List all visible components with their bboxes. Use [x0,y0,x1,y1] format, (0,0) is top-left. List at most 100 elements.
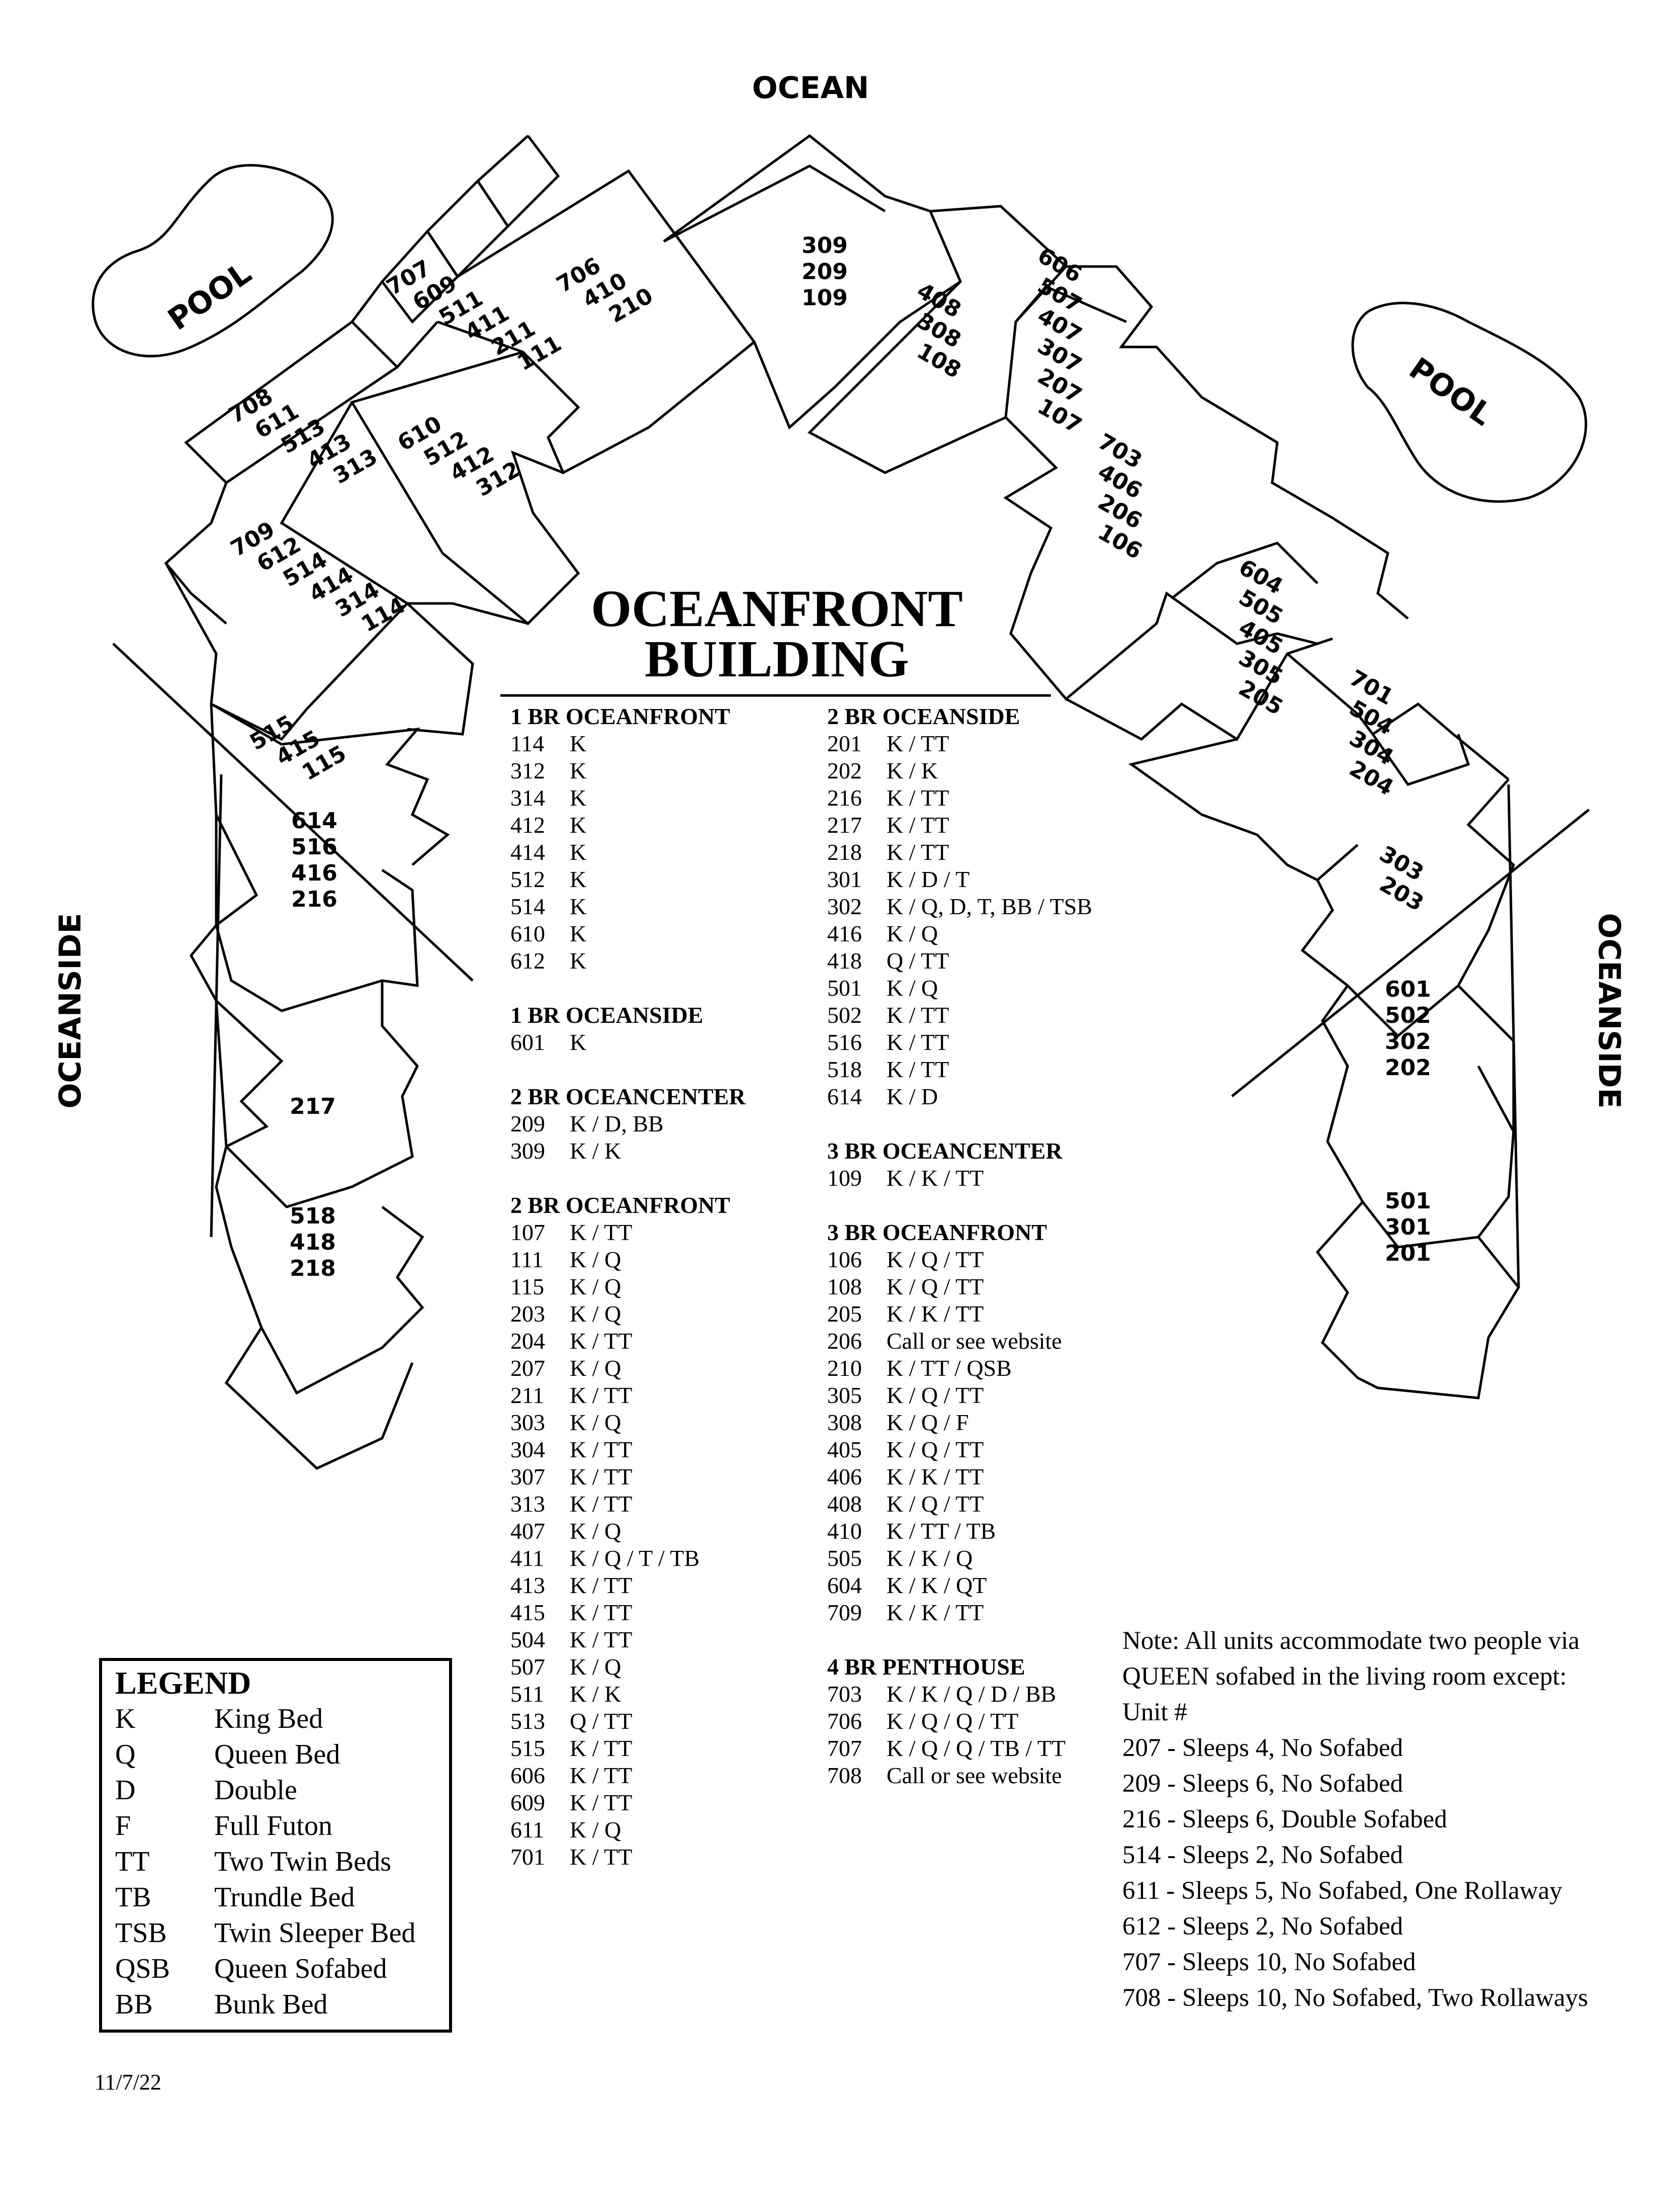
unit-number: 211 [510,1382,545,1408]
unit-number: 609 [510,1790,545,1815]
unit-stack: 217 [290,1094,336,1119]
bed-config: K / Q / F [887,1410,969,1435]
unit-category-header: 1 BR OCEANFRONT [510,704,731,729]
unit-number: 114 [510,731,545,756]
legend-code: D [115,1775,136,1806]
bed-config: K / TT [570,1627,633,1652]
bed-config: K / TT [570,1437,633,1462]
legend-code: TSB [115,1917,167,1949]
bed-config: K / TT [570,1491,633,1517]
revision-date: 11/7/22 [95,2070,161,2094]
unit-number: 309 [802,233,848,258]
legend-title: LEGEND [115,1665,251,1701]
unit-number: 209 [510,1111,545,1136]
bed-config: K [570,948,587,974]
unit-number: 511 [510,1681,545,1707]
ocean-label: OCEAN [752,70,869,106]
unit-number: 314 [510,785,545,811]
oceanside-left-label: OCEANSIDE [53,913,88,1108]
unit-number: 408 [827,1491,862,1517]
legend-code: Q [115,1739,136,1770]
unit-number: 516 [291,834,337,860]
unit-category-header: 3 BR OCEANFRONT [827,1219,1047,1245]
unit-row: 216 K / TT [827,784,1179,812]
unit-number: 412 [510,812,545,838]
bed-config: K / Q / TT [887,1382,984,1408]
legend-description: Queen Bed [214,1739,340,1770]
unit-number: 203 [510,1301,545,1327]
note-line: 708 - Sleeps 10, No Sofabed, Two Rollawa… [1122,1984,1588,2012]
unit-number: 614 [827,1084,862,1109]
bed-config: K [570,731,587,756]
unit-number: 216 [827,785,862,811]
legend-code: TB [115,1882,151,1913]
note-line: Note: All units accommodate two people v… [1122,1627,1580,1655]
bed-config: K / TT [887,785,949,811]
bed-config: K / Q / TT [887,1274,984,1299]
legend-code: F [115,1810,131,1842]
bed-config: K / Q / T / TB [570,1545,700,1571]
unit-number: 301 [1385,1214,1431,1240]
bed-config: K / TT [570,1464,633,1489]
legend-description: Full Futon [214,1810,332,1842]
unit-number: 518 [827,1057,862,1082]
oceanside-right-label: OCEANSIDE [1591,913,1627,1108]
unit-number: 304 [510,1437,545,1462]
building-outline [164,134,1521,1470]
unit-number: 416 [827,921,862,946]
bed-config: K / K [570,1681,622,1707]
legend-description: King Bed [214,1703,323,1734]
unit-number: 708 [827,1763,862,1788]
note-line: QUEEN sofabed in the living room except: [1122,1662,1567,1691]
unit-number: 418 [290,1230,336,1255]
bed-config: K / Q / TT [887,1437,984,1462]
bed-config: K / Q [570,1817,622,1843]
unit-category-header: 3 BR OCEANCENTER [827,1138,1063,1164]
bed-config: K / TT [570,1790,633,1815]
bed-config: K / Q / TT [887,1491,984,1517]
legend-description: Trundle Bed [214,1882,355,1913]
bed-config: K [570,921,587,946]
unit-number: 302 [827,894,862,919]
bed-config: K [570,758,587,783]
unit-number: 206 [827,1328,862,1354]
pool-left-label: POOL [162,255,258,337]
legend-description: Queen Sofabed [214,1953,387,1984]
bed-config: K / D / T [887,866,970,892]
unit-row: 114 K [510,730,832,757]
unit-number: 406 [827,1464,862,1489]
